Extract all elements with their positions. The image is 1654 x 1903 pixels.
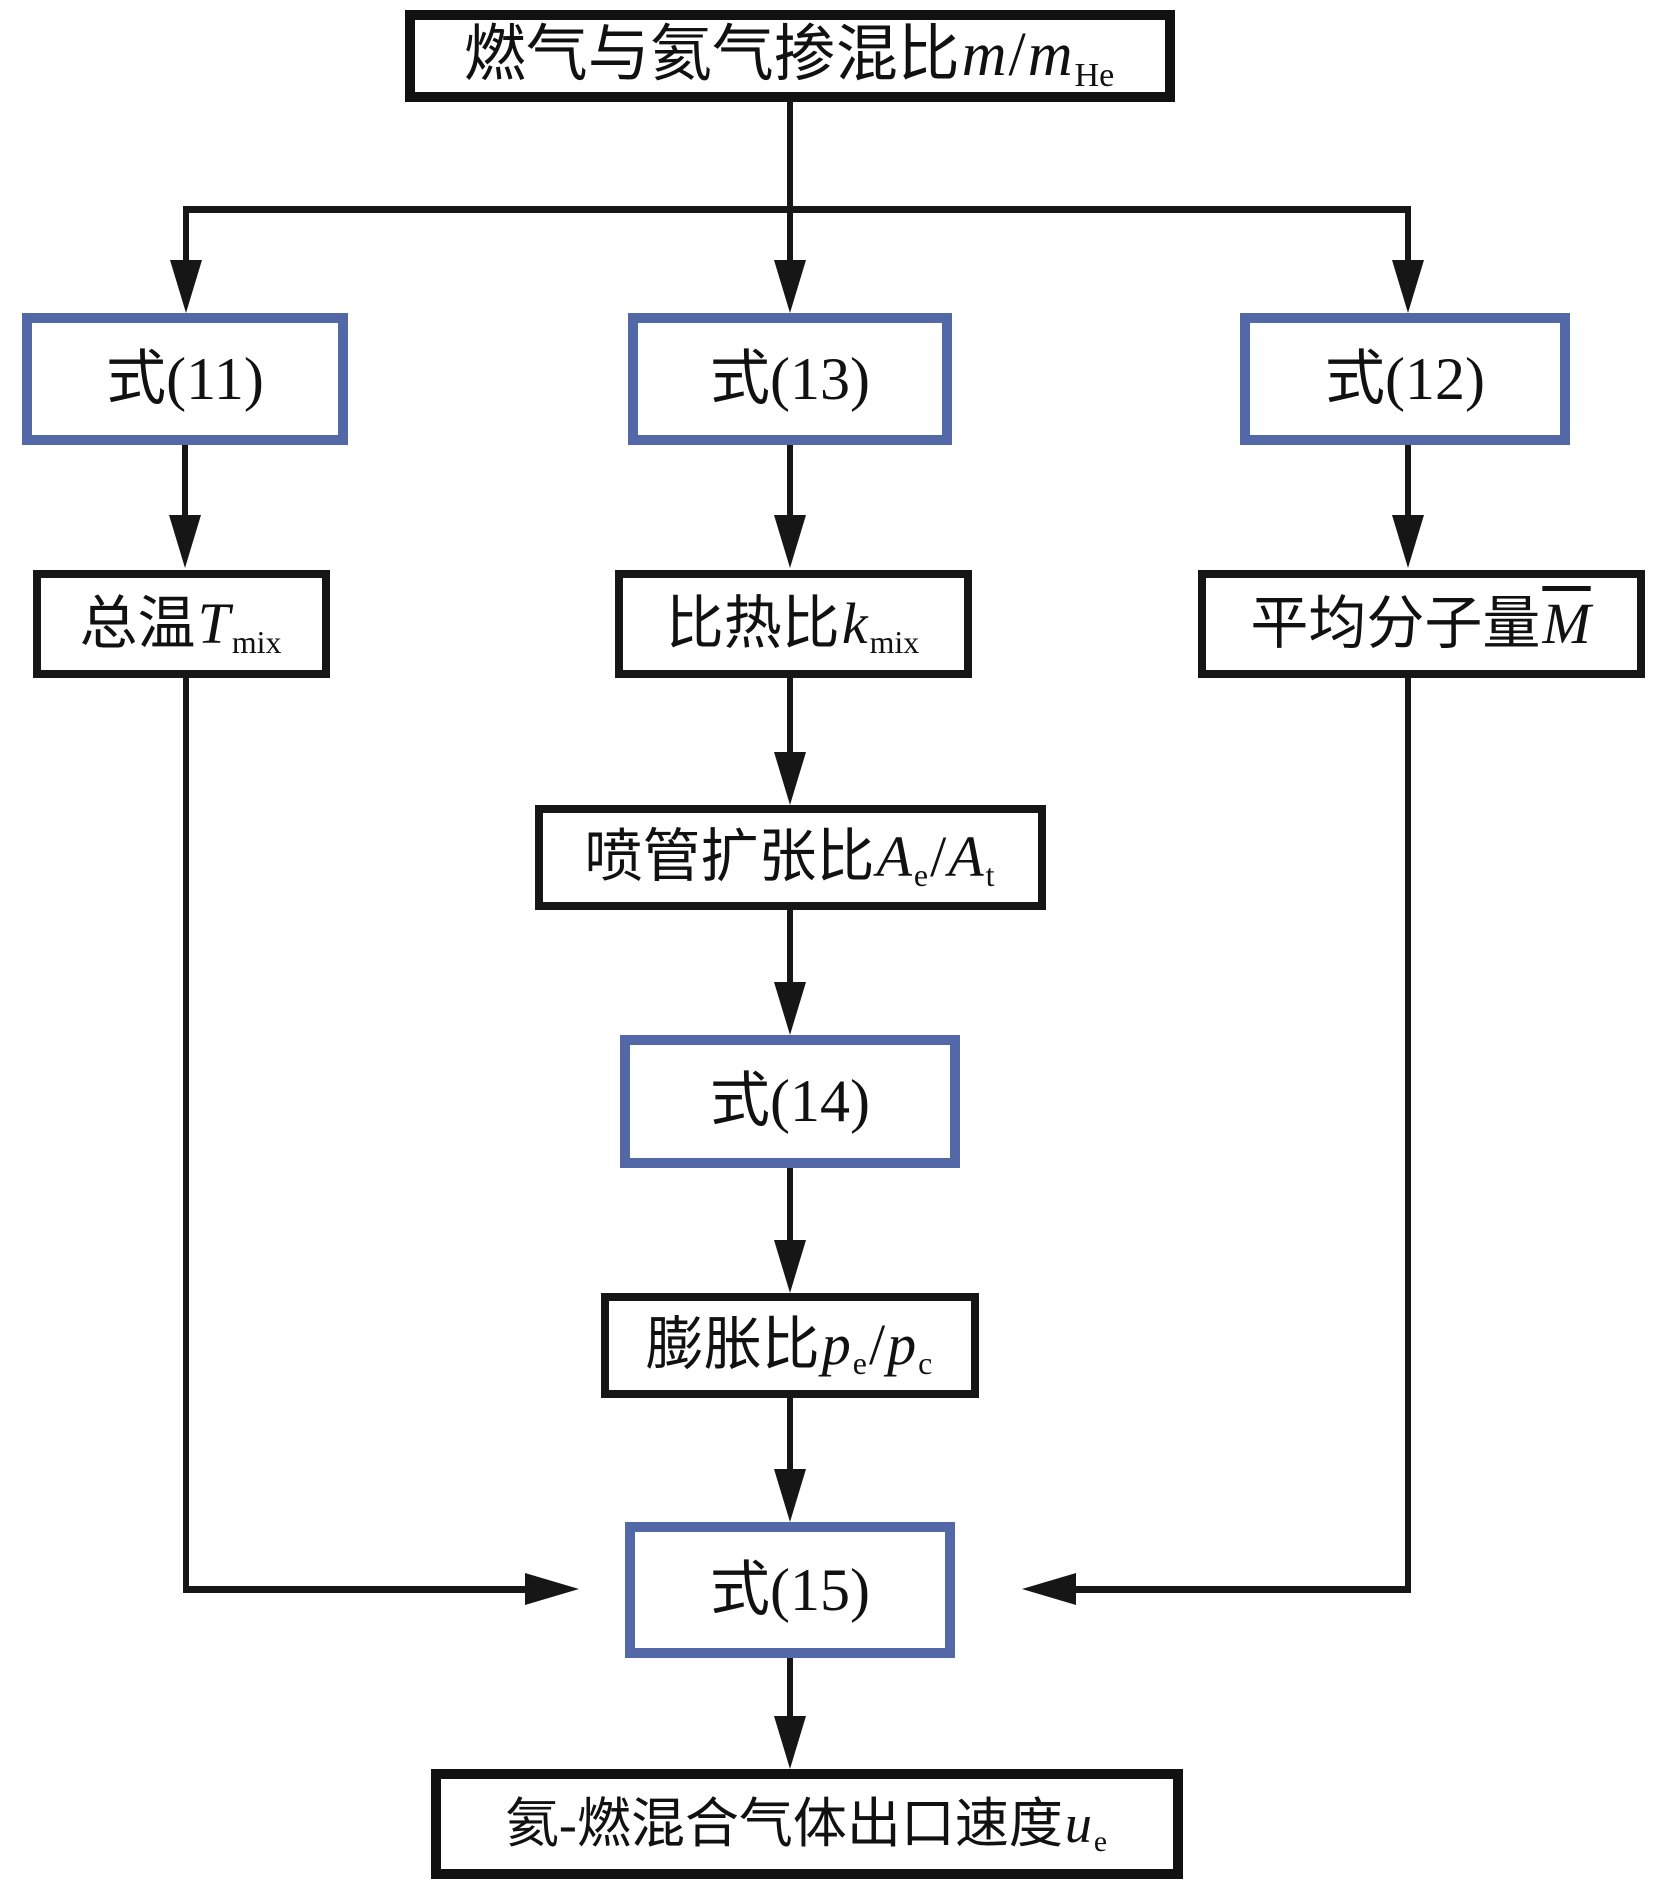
arrow-mixratio-to-eq13-line — [787, 100, 793, 262]
arrow-expansion-to-eq15-head — [774, 1469, 806, 1522]
arrow-eq15-to-exit-line — [787, 1658, 793, 1718]
arrow-mixratio-to-eq12-line — [1405, 206, 1411, 262]
arrow-molweight-to-eq15-hline — [1076, 1586, 1411, 1593]
node-mix-ratio-label: 燃气与氦气掺混比m/mHe — [463, 21, 1115, 95]
node-eq15-label: 式(15) — [710, 1556, 870, 1623]
arrow-mixratio-to-eq13-head — [774, 260, 806, 313]
node-total-temp-label: 总温Tmix — [79, 590, 282, 660]
node-specific-heat-label: 比热比kmix — [665, 590, 920, 660]
arrow-nozzle-to-eq14-head — [774, 982, 806, 1035]
node-mol-weight: 平均分子量M — [1198, 570, 1645, 678]
node-eq13: 式(13) — [628, 313, 952, 445]
node-exit-velocity-label: 氦-燃混合气体出口速度ue — [504, 1793, 1108, 1859]
arrow-specificheat-to-nozzle-line — [787, 678, 793, 753]
node-eq14-label: 式(14) — [710, 1068, 870, 1134]
arrow-specificheat-to-nozzle-head — [774, 752, 806, 805]
node-eq13-label: 式(13) — [710, 345, 870, 412]
node-mix-ratio: 燃气与氦气掺混比m/mHe — [405, 10, 1175, 102]
arrow-totaltemp-to-eq15-head — [525, 1573, 579, 1605]
node-specific-heat: 比热比kmix — [615, 570, 972, 678]
arrow-totaltemp-to-eq15-vline — [183, 678, 189, 1593]
arrow-mixratio-to-eq11-head — [170, 260, 202, 313]
node-eq12: 式(12) — [1240, 313, 1570, 445]
node-nozzle-ratio-label: 喷管扩张比Ae/At — [584, 824, 995, 894]
arrow-eq11-to-totaltemp-line — [182, 445, 188, 517]
arrow-molweight-to-eq15-head — [1022, 1573, 1076, 1605]
arrow-mixratio-to-eq11-line — [183, 206, 189, 262]
node-eq14: 式(14) — [620, 1035, 960, 1168]
node-eq11-label: 式(11) — [106, 345, 264, 412]
arrow-eq11-to-totaltemp-head — [169, 515, 201, 568]
arrow-molweight-to-eq15-vline — [1405, 678, 1411, 1593]
node-expansion-ratio-label: 膨胀比pe/pc — [645, 1312, 933, 1382]
arrow-eq12-to-molweight-head — [1392, 515, 1424, 568]
node-exit-velocity: 氦-燃混合气体出口速度ue — [431, 1769, 1183, 1879]
node-total-temp: 总温Tmix — [33, 570, 330, 678]
arrow-mixratio-to-eq12-head — [1392, 260, 1424, 313]
arrow-eq12-to-molweight-line — [1405, 445, 1411, 517]
node-eq11: 式(11) — [22, 313, 348, 445]
arrow-eq14-to-expansion-line — [787, 1168, 793, 1242]
node-mol-weight-label: 平均分子量M — [1250, 590, 1591, 656]
node-eq15: 式(15) — [625, 1522, 955, 1658]
arrow-totaltemp-to-eq15-hline — [183, 1586, 525, 1593]
node-expansion-ratio: 膨胀比pe/pc — [601, 1293, 979, 1398]
arrow-eq14-to-expansion-head — [774, 1240, 806, 1293]
arrow-eq13-to-specificheat-head — [774, 515, 806, 568]
arrow-eq13-to-specificheat-line — [787, 445, 793, 517]
node-nozzle-ratio: 喷管扩张比Ae/At — [535, 805, 1046, 910]
arrow-nozzle-to-eq14-line — [787, 910, 793, 984]
node-eq12-label: 式(12) — [1325, 345, 1485, 412]
branch-bar — [183, 206, 1411, 213]
arrow-expansion-to-eq15-line — [787, 1398, 793, 1471]
arrow-eq15-to-exit-head — [774, 1716, 806, 1769]
